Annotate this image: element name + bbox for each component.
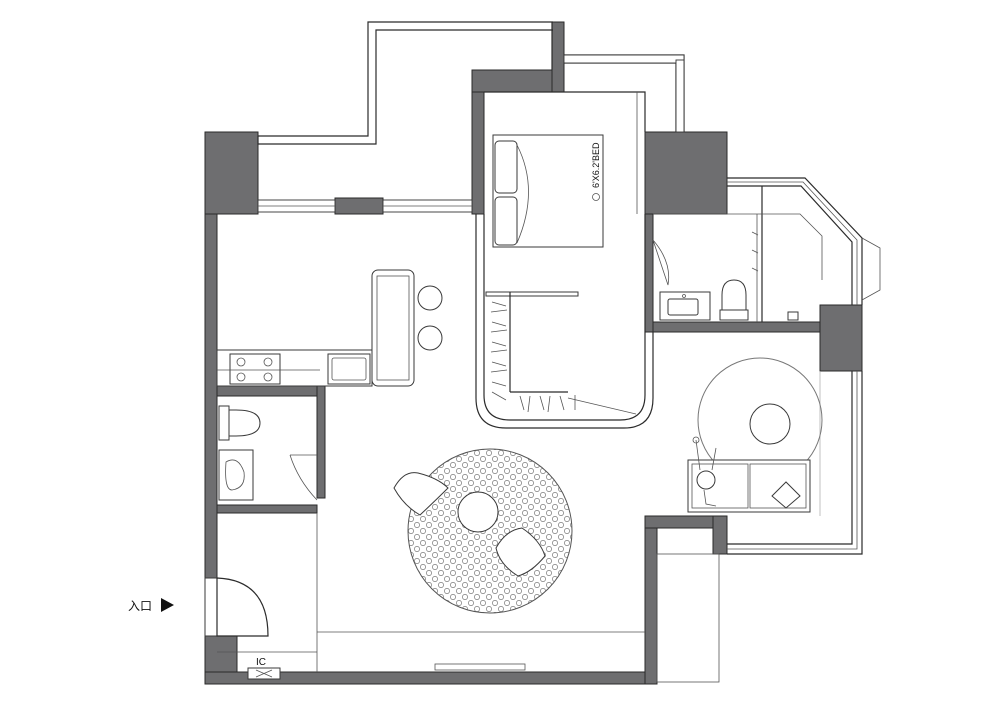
powder-room <box>218 405 318 501</box>
floor-cushion <box>495 527 546 577</box>
bathroom <box>652 177 881 322</box>
coffee-table <box>457 491 499 533</box>
person <box>696 470 716 490</box>
pillow <box>494 140 518 194</box>
throw-pillow <box>771 481 801 509</box>
round-rug <box>407 448 573 614</box>
side-table <box>749 403 791 445</box>
ic-label: IC <box>256 657 266 668</box>
wardrobe-rail <box>485 291 579 297</box>
kitchen-sink <box>327 353 371 385</box>
entry: IC 入口 <box>128 513 318 680</box>
kitchen-island <box>371 269 415 387</box>
entrance-label: 入口 <box>128 599 152 613</box>
pillow <box>494 196 518 246</box>
stool <box>417 325 443 351</box>
bedroom: 6'X6.2'BED <box>475 91 654 429</box>
kitchen <box>216 269 443 387</box>
bedroom-bay-window <box>563 54 685 133</box>
hangers <box>490 301 565 413</box>
bed-label: 6'X6.2'BED <box>591 142 601 188</box>
reading-nook <box>687 357 863 555</box>
powder-sink <box>218 449 254 501</box>
column-top-left <box>204 131 259 215</box>
balcony-top <box>257 21 553 145</box>
stool <box>417 285 443 311</box>
top-windows <box>257 199 473 213</box>
column-top-right <box>644 131 728 215</box>
column-right <box>819 304 863 372</box>
triangle-right-icon <box>161 598 174 612</box>
living-room <box>317 448 720 683</box>
floor-cushion <box>393 472 449 516</box>
